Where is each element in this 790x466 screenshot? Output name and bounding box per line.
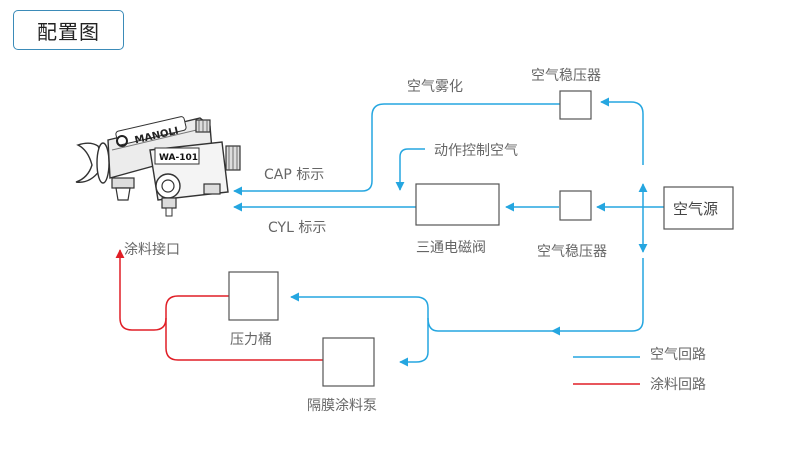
paint-circuit-lines [115, 249, 323, 361]
regulator-bottom-box [559, 190, 592, 221]
air-to-pump-line [399, 318, 429, 367]
diaphragm-pump-box [322, 337, 375, 387]
air-source-label: 空气源 [673, 200, 718, 218]
legend-paint-label: 涂料回路 [650, 377, 706, 393]
pressure-tank-label: 压力桶 [230, 332, 272, 348]
air-return-line [551, 258, 644, 336]
page-title: 配置图 [13, 10, 124, 50]
pump-to-gun-line [165, 318, 323, 361]
air-atomize-line [233, 103, 560, 196]
cyl-label: CYL 标示 [268, 220, 326, 236]
legend-air-label: 空气回路 [650, 347, 706, 363]
regulator-top-label: 空气稳压器 [531, 68, 601, 84]
solenoid-valve-label: 三通电磁阀 [416, 240, 486, 256]
action-control-air-line [395, 148, 425, 191]
paint-to-gun-line [115, 249, 229, 331]
regulator-bottom-label: 空气稳压器 [537, 244, 607, 260]
gun-model: WA-101 [159, 153, 198, 163]
air-circuit-lines [233, 97, 664, 367]
spray-gun-illustration: MANOLI WA-101 [75, 116, 241, 217]
solenoid-valve-box [415, 183, 500, 226]
cap-label: CAP 标示 [264, 167, 324, 183]
air-source-box [663, 186, 734, 230]
pressure-tank-box [228, 271, 279, 321]
diaphragm-pump-label: 隔膜涂料泵 [307, 398, 377, 414]
air-to-pressure-tank-line [290, 292, 552, 332]
air-atomize-label: 空气雾化 [407, 79, 463, 95]
regulator-top-box [559, 90, 592, 120]
paint-inlet-label: 涂料接口 [124, 241, 180, 258]
legend: 空气回路 涂料回路 [573, 347, 706, 393]
action-control-air-label: 动作控制空气 [434, 143, 518, 159]
source-to-top-regulator-line [600, 97, 644, 165]
